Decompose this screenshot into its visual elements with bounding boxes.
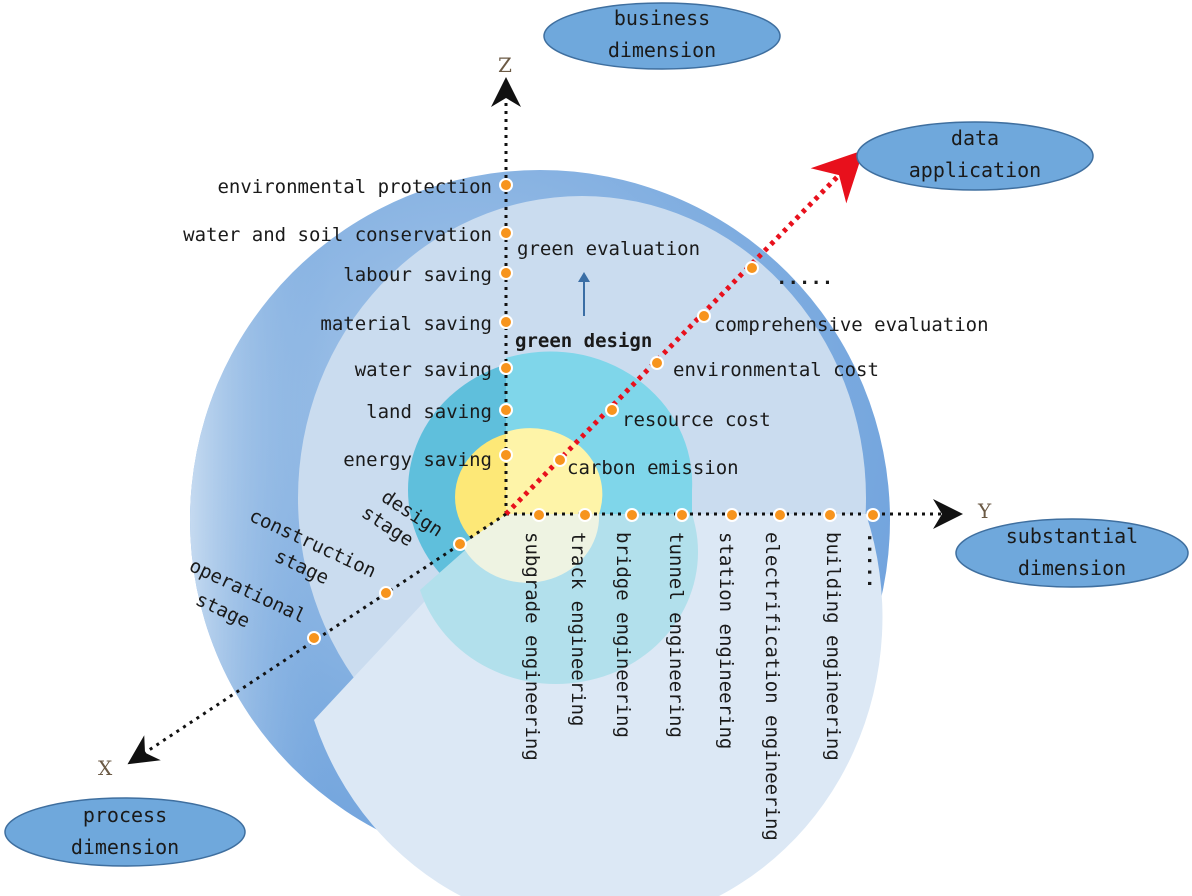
y-axis-labels: subgrade engineering track engineering b… [521,532,885,841]
y-label: building engineering [822,532,844,761]
z-label: environmental protection [217,176,492,198]
x-axis-label: X [98,756,113,780]
data-label: environmental cost [673,359,879,381]
z-label: labour saving [343,264,492,286]
svg-text:data: data [951,126,999,150]
data-label: carbon emission [567,457,739,479]
data-application-labels: carbon emission resource cost environmen… [567,267,989,479]
data-label: comprehensive evaluation [714,314,989,336]
z-label: water saving [355,359,492,381]
arrow-head-icon [578,272,590,282]
z-label: energy saving [343,449,492,471]
green-labels: green evaluation green design [515,238,700,352]
svg-text:dimension: dimension [71,835,179,859]
dimension-data-application: data application [856,121,1094,191]
svg-text:dimension: dimension [608,38,716,62]
dimension-substantial: substantial dimension [955,518,1189,588]
dimension-business: business dimension [543,2,781,70]
y-label: station engineering [715,532,737,749]
z-label: material saving [320,313,492,335]
data-label: resource cost [622,409,771,431]
axis-dots [307,178,880,645]
y-label: bridge engineering [612,532,634,738]
y-axis-label: Y [977,499,992,523]
z-axis-labels: environmental protection water and soil … [183,176,492,471]
dimension-process: process dimension [4,797,246,867]
y-label: tunnel engineering [665,532,687,738]
svg-text:dimension: dimension [1018,556,1126,580]
z-label: water and soil conservation [183,224,492,246]
data-label-ellipsis: ..... [776,267,833,289]
y-label: electrification engineering [761,532,783,841]
svg-text:substantial: substantial [1006,524,1138,548]
z-axis-label: Z [498,53,512,77]
y-label: track engineering [567,532,589,726]
svg-text:process: process [83,803,167,827]
z-label: land saving [366,401,492,423]
green-evaluation-label: green evaluation [517,238,700,260]
green-design-label: green design [515,330,652,352]
svg-text:business: business [614,6,710,30]
y-label-ellipsis: ..... [863,532,885,589]
svg-text:application: application [909,158,1041,182]
y-label: subgrade engineering [521,532,543,761]
